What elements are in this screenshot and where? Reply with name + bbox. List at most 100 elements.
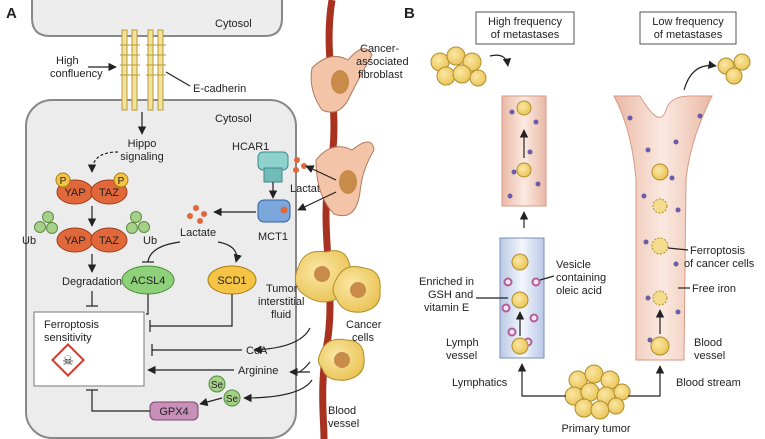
caf-lactate-arrow1 — [305, 165, 337, 181]
high-box-line2: of metastases — [491, 29, 560, 41]
tif-line3: fluid — [271, 309, 291, 321]
se-label-2: Se — [226, 394, 239, 405]
cancer-cell-2 — [332, 266, 381, 313]
low-box-line1: Low frequency — [652, 16, 724, 28]
cells-upper-left — [516, 100, 532, 178]
tif-line1: Tumor — [266, 283, 298, 295]
cancer-cells-line2: cells — [352, 332, 375, 344]
caf-lactate-arrow2 — [297, 191, 337, 211]
yap-taz-phospho — [55, 172, 129, 205]
iron-dots-upper-left — [507, 109, 541, 199]
ub-chain-left — [34, 211, 58, 234]
hippo-dashed-arrow — [87, 151, 119, 173]
metastasis-cluster-low — [717, 53, 751, 85]
ub-left-label: Ub — [22, 235, 36, 247]
lymph-vessel-line1: Lymph — [446, 337, 479, 349]
ferroptosis-b-line2: of cancer cells — [684, 258, 755, 270]
taz-label-2: TAZ — [99, 235, 119, 247]
mct1-icon — [257, 199, 291, 223]
cytosol-main-label: Cytosol — [215, 113, 252, 125]
vesicles — [501, 277, 541, 347]
ferroptotic-cells — [651, 198, 669, 306]
coa-label: CoA — [246, 345, 268, 357]
degradation-label: Degradation — [62, 276, 122, 288]
ferroptosis-b-leader — [667, 247, 689, 251]
hippo-line1: Hippo — [128, 138, 157, 150]
acsl4-label: ACSL4 — [131, 275, 166, 287]
cells-lymph — [511, 253, 529, 355]
panel-a-label: A — [6, 5, 17, 22]
ub-right-label: Ub — [143, 235, 157, 247]
high-box-line1: High frequency — [488, 16, 562, 28]
ferroptosis-b-line1: Ferroptosis — [690, 245, 746, 257]
high-confluency-line1: High — [56, 55, 79, 67]
cancer-cells-line1: Cancer — [346, 319, 382, 331]
metastasis-cluster-high — [430, 46, 487, 87]
blood-vessel-y — [613, 95, 713, 361]
low-box-line2: of metastases — [654, 29, 723, 41]
tif-arginine-path — [295, 361, 311, 373]
tif-coa-arrow — [253, 327, 311, 354]
p-badge-2: P — [118, 176, 125, 187]
lymphatics-arrow — [517, 363, 566, 397]
caf-line1: Cancer- — [360, 43, 399, 55]
lactate-scd1-arrow — [217, 241, 242, 263]
high-confluency-line2: confluency — [50, 68, 103, 80]
lactate-in-label: Lactate — [180, 227, 216, 239]
fibroblast-2 — [315, 141, 375, 217]
tif-line2: interstitial — [258, 296, 304, 308]
blood-vessel-a-line2: vessel — [328, 418, 359, 430]
e-cadherin-leader — [165, 71, 191, 87]
ferroptosis-box — [33, 311, 145, 387]
scd1-label: SCD1 — [217, 275, 246, 287]
hippo-line2: signaling — [120, 151, 163, 163]
mct1-label: MCT1 — [258, 231, 288, 243]
enriched-line1: Enriched in — [419, 276, 474, 288]
ferroptosis-line2: sensitivity — [44, 332, 92, 344]
e-cadherin-icon — [120, 29, 166, 111]
vesicle-leader — [539, 275, 555, 281]
tif-se-arrow — [243, 379, 313, 403]
blood-vessel-a-line1: Blood — [328, 405, 356, 417]
high-out-arrow — [489, 54, 512, 67]
arginine-label: Arginine — [238, 365, 278, 377]
p-badge-1: P — [60, 176, 67, 187]
lymphatics-label: Lymphatics — [452, 377, 508, 389]
gpx4-label: GPX4 — [159, 406, 188, 418]
lactate-dots-in — [187, 205, 207, 224]
blood-stream-label: Blood stream — [676, 377, 741, 389]
iron-dots-blood — [627, 113, 703, 343]
yap-taz-ub — [56, 227, 128, 253]
cytosol-top-label: Cytosol — [215, 18, 252, 30]
enriched-line3: vitamin E — [424, 302, 469, 314]
ferroptosis-line1: Ferroptosis — [44, 319, 100, 331]
scd1-to-ferro — [150, 294, 233, 327]
blood-vessel-b-line1: Blood — [694, 337, 722, 349]
cancer-cell-3 — [317, 338, 365, 381]
se-badge-2 — [223, 389, 241, 407]
enriched-line2: GSH and — [428, 289, 473, 301]
caf-line2: associated — [356, 56, 409, 68]
se-label-1: Se — [211, 380, 224, 391]
acsl4-to-ferro — [146, 294, 149, 315]
low-out-arrow — [683, 60, 717, 91]
lactate-acsl4-inhibit — [147, 241, 181, 263]
high-frequency-box — [475, 11, 575, 45]
vesicle-line2: containing — [556, 272, 606, 284]
vesicle-line3: oleic acid — [556, 285, 602, 297]
hcar1-label: HCAR1 — [232, 141, 269, 153]
primary-tumor-label: Primary tumor — [561, 423, 630, 435]
blood-stream-arrow — [628, 365, 665, 397]
blood-vessel-b-line2: vessel — [694, 350, 725, 362]
e-cadherin-label: E-cadherin — [193, 83, 246, 95]
se-to-gpx4 — [199, 397, 223, 407]
caf-line3: fibroblast — [358, 69, 403, 81]
fibroblast-1 — [310, 48, 373, 113]
se-badge-1 — [208, 375, 226, 393]
primary-tumor — [564, 364, 631, 420]
lactate-out-label: Lactate — [290, 183, 326, 195]
yap-label-2: YAP — [64, 235, 85, 247]
hcar1-icon — [257, 151, 289, 183]
lymph-vessel-line2: vessel — [446, 350, 477, 362]
ub-chain-right — [126, 211, 150, 234]
